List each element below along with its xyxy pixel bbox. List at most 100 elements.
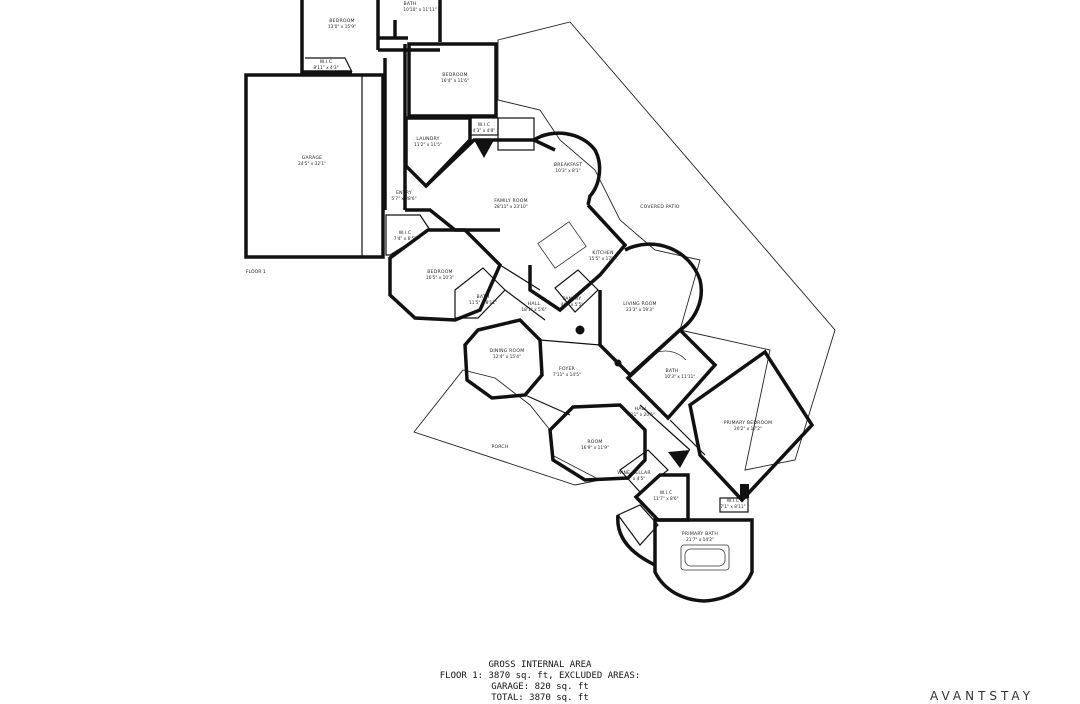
dims-dining-room: 12'4" x 15'4"	[493, 354, 521, 360]
label-wine-cellar: WINE CELLAR	[617, 470, 651, 476]
north-bath-walls	[378, 20, 408, 40]
dims-bath-w: 11'5" x 8'11"	[469, 300, 497, 306]
wine-cellar-corner	[668, 450, 690, 468]
wine-cellar-outline	[619, 449, 669, 493]
dims-entry: 5'7" x 28'6"	[391, 196, 416, 202]
north-bedroom-2-outline	[407, 42, 498, 118]
bedroom-west-outline	[388, 228, 503, 322]
label-primary-bath: PRIMARY BATH	[682, 531, 718, 537]
label-wic-se: W.I.C	[727, 498, 740, 504]
label-dining-room: DINING ROOM	[490, 348, 525, 354]
label-kitchen: KITCHEN	[592, 250, 613, 256]
label-room: ROOM	[587, 439, 602, 445]
north-wic-walls	[305, 57, 353, 73]
wic-southeast-mark	[740, 484, 749, 498]
area-summary-total: TOTAL: 3870 sq. ft	[491, 693, 589, 703]
label-bedroom-n: BEDROOM	[442, 72, 467, 78]
family-room-walls	[405, 138, 556, 232]
garage-outline	[244, 73, 385, 259]
dims-bedroom-w: 16'5" x 10'3"	[426, 275, 454, 281]
dims-hall-center: 18'1" x 5'6"	[521, 307, 546, 313]
wic-southeast-outline	[719, 497, 749, 513]
primary-bedroom-outline	[688, 349, 815, 503]
label-bath-n: BATH	[404, 1, 417, 7]
brand-logo: AVANTSTAY	[930, 689, 1035, 703]
label-wic-n: W.I.C	[478, 122, 491, 128]
dims-hall-east: 4'11" x 20'5"	[627, 412, 655, 418]
bathtub	[680, 544, 730, 571]
label-living-room: LIVING ROOM	[623, 301, 656, 307]
dims-breakfast: 10'3" x 8'1"	[555, 168, 580, 174]
living-room-walls	[598, 242, 703, 378]
north-bedroom-walls	[300, 0, 442, 74]
dims-foyer: 7'11" x 14'5"	[553, 372, 581, 378]
label-entry: ENTRY	[396, 190, 412, 196]
dims-primary-bedroom: 20'2" x 17'2"	[734, 426, 762, 432]
bath-west-outline	[454, 267, 506, 319]
dims-wine-cellar: 5'5" x 4'5"	[623, 476, 646, 482]
hall-east-walls	[639, 404, 706, 456]
dims-laundry: 11'2" x 11'5"	[414, 142, 442, 148]
kitchen-walls	[528, 203, 628, 313]
dims-bath-primary-area: 10'3" x 11'11"	[665, 374, 696, 380]
dims-garage: 24'5" x 32'1"	[298, 161, 326, 167]
floor-label: FLOOR 1	[246, 269, 266, 275]
foyer-walls	[524, 339, 631, 416]
label-hall-center: HALL	[528, 301, 541, 307]
dims-wic-n: 4'3" x 4'8"	[473, 128, 496, 134]
dims-bath-n: 10'10" x 11'11"	[403, 7, 436, 13]
label-hall-east: HALL	[635, 406, 648, 412]
area-summary-floor: FLOOR 1: 3870 sq. ft, EXCLUDED AREAS:	[439, 671, 641, 681]
label-porch: PORCH	[491, 444, 508, 450]
stair-block	[497, 117, 535, 151]
dims-wic-s: 11'7" x 8'6"	[653, 496, 678, 502]
dims-primary-bath: 21'7" x 14'2"	[686, 537, 714, 543]
primary-bath-curve	[616, 514, 656, 567]
label-laundry: LAUNDRY	[416, 136, 439, 142]
dims-bedroom-nw: 13'0" x 15'9"	[328, 24, 356, 30]
covered-patio-outline	[497, 21, 836, 471]
north-corridor-walls	[383, 44, 407, 210]
breakfast-bay	[533, 131, 602, 206]
label-wic-nw: W.I.C	[320, 59, 333, 65]
primary-bath-closet	[617, 504, 659, 546]
stair-corner	[474, 140, 494, 158]
area-summary-title: GROSS INTERNAL AREA	[488, 660, 592, 670]
porch-outline	[413, 369, 602, 486]
dims-wic-se: 7'1" x 8'11"	[720, 504, 745, 510]
label-breakfast: BREAKFAST	[554, 162, 582, 168]
hall-center-walls	[499, 264, 546, 321]
dims-pantry: 4'5" x 5'5"	[561, 302, 584, 308]
column-post	[575, 325, 585, 335]
area-summary: GROSS INTERNAL AREA FLOOR 1: 3870 sq. ft…	[0, 660, 1080, 704]
bathtub-inner	[684, 548, 726, 567]
wic-south-outline	[633, 473, 690, 522]
label-family-room: FAMILY ROOM	[494, 198, 527, 204]
label-covered-patio: COVERED PATIO	[640, 204, 680, 210]
bath-primary-area-outline	[625, 327, 718, 421]
foyer-column	[614, 359, 622, 367]
bath-door-arc	[657, 350, 687, 361]
dims-wic-nw: 8'11" x 4'3"	[313, 65, 338, 71]
dims-bedroom-n: 16'4" x 11'6"	[441, 78, 469, 84]
kitchen-island	[537, 221, 587, 269]
label-bath-w: BATH	[477, 294, 490, 300]
label-primary-bedroom: PRIMARY BEDROOM	[724, 420, 773, 426]
label-bedroom-w: BEDROOM	[427, 269, 452, 275]
label-garage: GARAGE	[302, 155, 322, 161]
dims-wic-w: 7'4" x 6'5"	[394, 236, 417, 242]
label-pantry: PANTRY	[563, 296, 582, 302]
area-summary-garage: GARAGE: 820 sq. ft	[491, 682, 589, 692]
label-wic-s: W.I.C	[660, 490, 673, 496]
label-bath-primary-area: BATH	[666, 368, 679, 374]
label-bedroom-nw: BEDROOM	[329, 18, 354, 24]
label-foyer: FOYER	[559, 366, 576, 372]
room-labels: BEDROOM 13'0" x 15'9" BATH 10'10" x 11'1…	[246, 1, 772, 543]
pantry-outline	[554, 269, 599, 313]
dims-room: 16'9" x 11'9"	[581, 445, 609, 451]
dims-family-room: 28'11" x 23'10"	[494, 204, 527, 210]
dims-living-room: 23'3" x 19'3"	[626, 307, 654, 313]
primary-bath-walls	[653, 518, 754, 603]
label-wic-w: W.I.C	[399, 230, 412, 236]
